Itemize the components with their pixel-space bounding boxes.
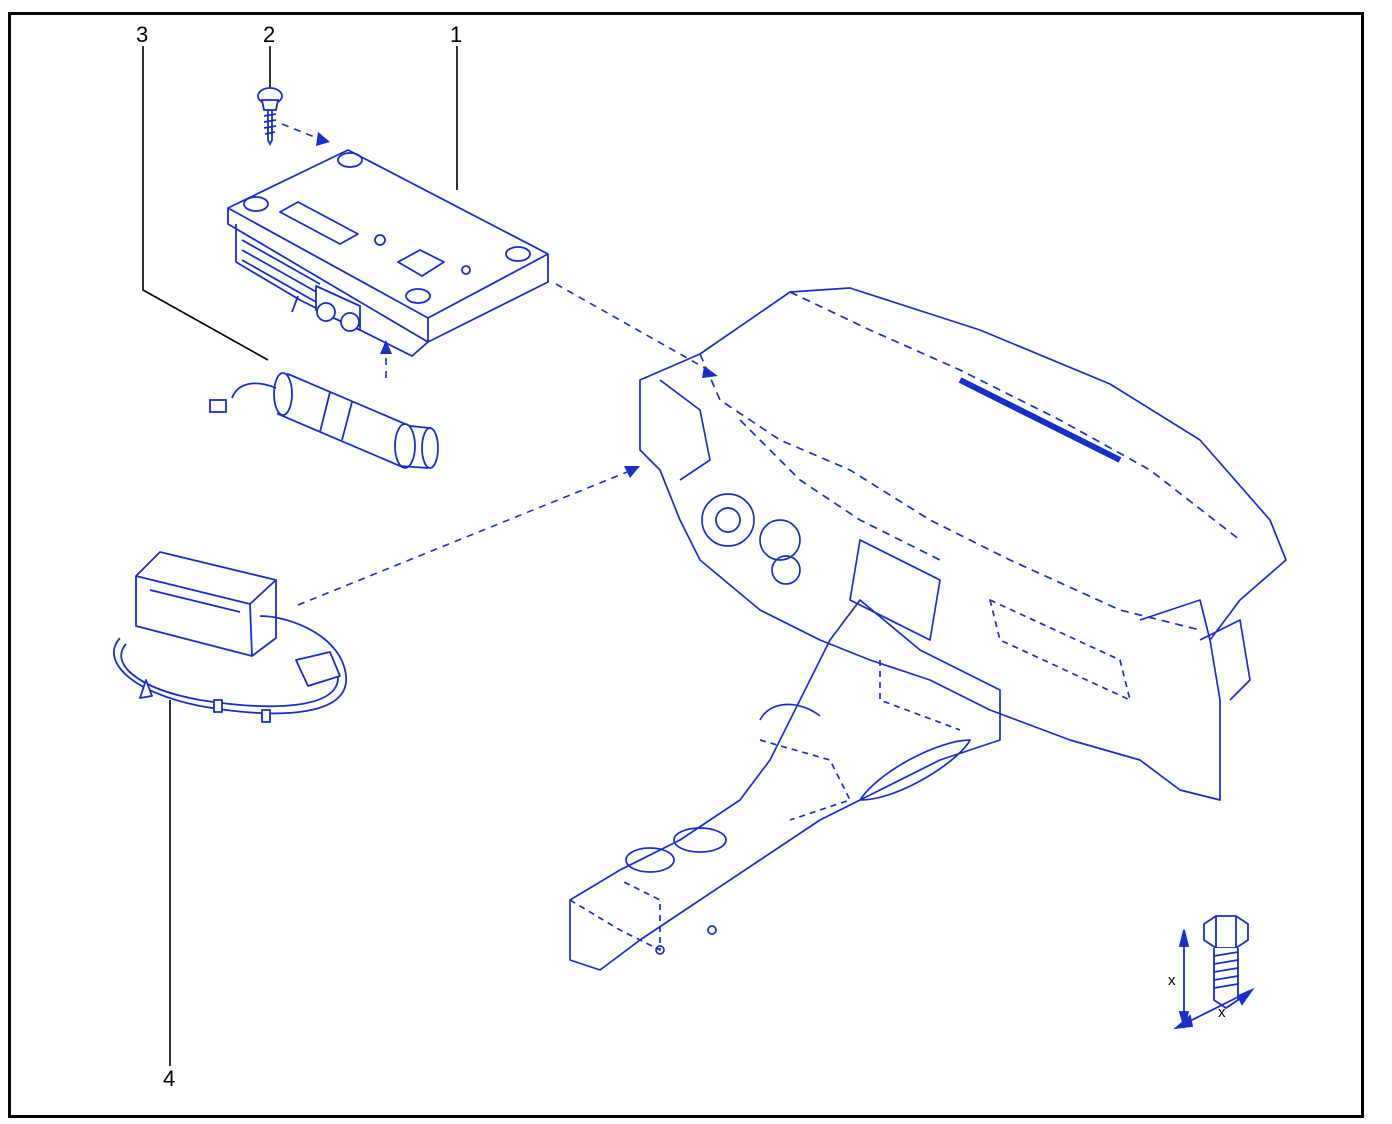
bolt-length-label-right: x (1218, 1004, 1226, 1021)
arrow-module (702, 366, 718, 378)
screw-part (257, 87, 283, 147)
arrow-battery (380, 340, 392, 354)
leader-3 (142, 46, 269, 361)
antenna-part (113, 551, 347, 723)
callout-1: 1 (450, 22, 463, 47)
center-console (569, 599, 1001, 971)
battery-part (209, 372, 439, 469)
bolt-length-label-left: x (1168, 972, 1176, 989)
screw-guide (281, 123, 323, 141)
module-guide (555, 283, 713, 373)
callout-4: 4 (163, 1066, 176, 1091)
instrument-panel (639, 287, 1287, 801)
module-part (227, 149, 549, 357)
bolt-length-icon (1173, 915, 1255, 1030)
callout-3: 3 (136, 22, 149, 47)
callout-2: 2 (263, 22, 276, 47)
antenna-guide (297, 469, 633, 606)
arrow-screw (316, 132, 330, 146)
leader-lines (142, 46, 458, 1066)
arrow-antenna (624, 466, 640, 478)
diagram-frame (8, 12, 1364, 1118)
